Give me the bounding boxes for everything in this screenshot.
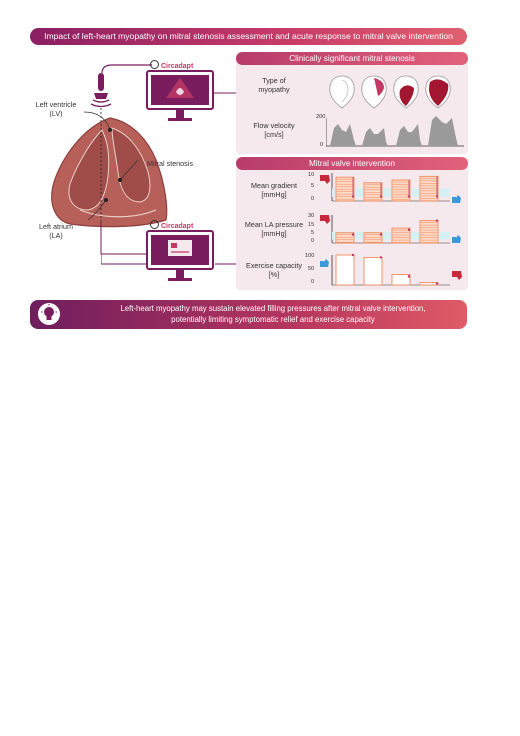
lap-ytop: 30 xyxy=(308,213,315,219)
brand-name-bottom: Circadapt xyxy=(161,223,194,230)
after-marker-la_pressure-4 xyxy=(435,219,439,222)
gradient-label: Mean gradient [mmHg] xyxy=(240,181,308,199)
panel-stenosis: Clinically significant mitral stenosis T… xyxy=(236,52,468,154)
la-pressure-label: Mean LA pressure [mmHg] xyxy=(240,220,308,238)
after-marker-exercise-4 xyxy=(435,282,439,285)
monitor-bottom xyxy=(146,230,214,281)
ex-ytop: 100 xyxy=(305,253,315,259)
ultrasound-probe-icon xyxy=(90,64,152,108)
la-pressure-label-2: [mmHg] xyxy=(261,229,287,238)
flow-label-2: [cm/s] xyxy=(264,130,284,139)
bar-la_pressure-4 xyxy=(419,220,439,244)
flow-ymax: 200 xyxy=(316,114,326,120)
exercise-label-1: Exercise capacity xyxy=(246,261,302,270)
brand-name-top: Circadapt xyxy=(161,63,194,70)
la-label: Left atrium (LA) xyxy=(26,222,86,240)
thumb-down-icon-exercise xyxy=(452,271,462,280)
intervention-charts xyxy=(320,173,462,286)
after-marker-exercise-1 xyxy=(351,253,355,257)
gradient-ytop: 10 xyxy=(308,172,315,178)
panel1-graphics xyxy=(326,75,464,147)
bar-la_pressure-2 xyxy=(363,232,383,244)
normal-band-gradient xyxy=(332,188,450,197)
la-pressure-label-1: Mean LA pressure xyxy=(244,220,304,229)
panel-stenosis-title: Clinically significant mitral stenosis xyxy=(236,52,468,65)
bar-gradient-2 xyxy=(363,182,383,202)
brand-logo-bottom: Circadapt xyxy=(150,220,193,230)
panel-intervention: Mitral valve intervention Mean gradient … xyxy=(236,157,468,290)
ex-ybot: 0 xyxy=(311,279,315,285)
myopathy-label: Type of myopathy xyxy=(240,76,308,94)
bar-exercise-2 xyxy=(363,256,383,286)
after-marker-gradient-4 xyxy=(435,195,439,198)
bar-exercise-1 xyxy=(335,254,355,286)
lap-ymid1: 15 xyxy=(308,222,315,228)
header-banner: Impact of left-heart myopathy on mitral … xyxy=(30,28,467,45)
thumb-up-icon-pressure xyxy=(452,235,461,243)
ex-ymid: 50 xyxy=(308,266,315,272)
gradient-ybot: 0 xyxy=(311,196,315,202)
normal-band-la_pressure xyxy=(332,231,450,240)
after-marker-exercise-3 xyxy=(407,275,411,278)
heart-moderate-icon xyxy=(393,75,419,109)
myopathy-label-1: Type of xyxy=(262,76,286,85)
ms-label: Mitral stenosis xyxy=(138,159,202,168)
heart-normal-icon xyxy=(329,75,355,109)
lap-ybot: 0 xyxy=(311,238,315,244)
bar-exercise-3 xyxy=(391,274,411,286)
lightbulb-icon xyxy=(38,303,60,325)
bar-exercise-4 xyxy=(419,282,439,286)
lv-label-text: Left ventricle xyxy=(35,100,77,109)
exercise-label-2: [%] xyxy=(268,270,280,279)
flow-label: Flow velocity [cm/s] xyxy=(240,121,308,139)
brand-logo-top: Circadapt xyxy=(150,60,193,70)
gradient-ymid: 5 xyxy=(311,183,315,189)
thumb-down-icon-gradient xyxy=(320,175,330,184)
connector-top xyxy=(214,92,236,94)
heart-severe-icon xyxy=(425,75,451,109)
panel-intervention-title: Mitral valve intervention xyxy=(236,157,468,170)
ms-label-text: Mitral stenosis xyxy=(147,159,193,168)
lap-ymid2: 5 xyxy=(311,230,315,236)
banner-title: Impact of left-heart myopathy on mitral … xyxy=(44,31,453,41)
circadapt-logo-icon-2 xyxy=(150,220,159,229)
footer-banner: Left-heart myopathy may sustain elevated… xyxy=(30,300,467,329)
flow-ymin: 0 xyxy=(320,142,324,148)
exercise-label: Exercise capacity [%] xyxy=(240,261,308,279)
bar-gradient-3 xyxy=(391,179,411,202)
thumb-up-icon-exercise xyxy=(320,259,329,267)
circadapt-logo-icon xyxy=(150,60,159,69)
after-marker-exercise-2 xyxy=(379,256,383,259)
after-marker-gradient-3 xyxy=(407,195,411,198)
thumb-down-icon-pressure xyxy=(320,215,330,224)
myopathy-label-2: myopathy xyxy=(258,85,290,94)
bar-la_pressure-3 xyxy=(391,227,411,244)
monitor-top xyxy=(146,70,214,121)
lv-label: Left ventricle (LV) xyxy=(26,100,86,118)
connector-bottom xyxy=(101,252,236,265)
flow-waveforms xyxy=(330,116,458,146)
footer-line-1: Left-heart myopathy may sustain elevated… xyxy=(120,304,426,313)
after-marker-gradient-1 xyxy=(351,195,355,198)
footer-line-2: potentially limiting symptomatic relief … xyxy=(171,315,375,324)
after-marker-la_pressure-1 xyxy=(351,233,355,236)
gradient-label-2: [mmHg] xyxy=(261,190,287,199)
lv-abbr-text: (LV) xyxy=(49,109,63,118)
footer-text: Left-heart myopathy may sustain elevated… xyxy=(88,303,458,325)
la-label-text: Left atrium xyxy=(39,222,73,231)
bar-la_pressure-1 xyxy=(335,232,355,244)
la-abbr-text: (LA) xyxy=(49,231,63,240)
flow-label-1: Flow velocity xyxy=(253,121,295,130)
bar-gradient-4 xyxy=(419,175,439,202)
after-marker-la_pressure-3 xyxy=(407,228,411,232)
after-marker-gradient-2 xyxy=(379,195,383,198)
gradient-label-1: Mean gradient xyxy=(251,181,297,190)
after-marker-la_pressure-2 xyxy=(379,233,383,236)
heart-mild-icon xyxy=(361,75,387,109)
heart-illustration xyxy=(51,64,168,255)
thumb-up-icon-gradient xyxy=(452,195,461,203)
